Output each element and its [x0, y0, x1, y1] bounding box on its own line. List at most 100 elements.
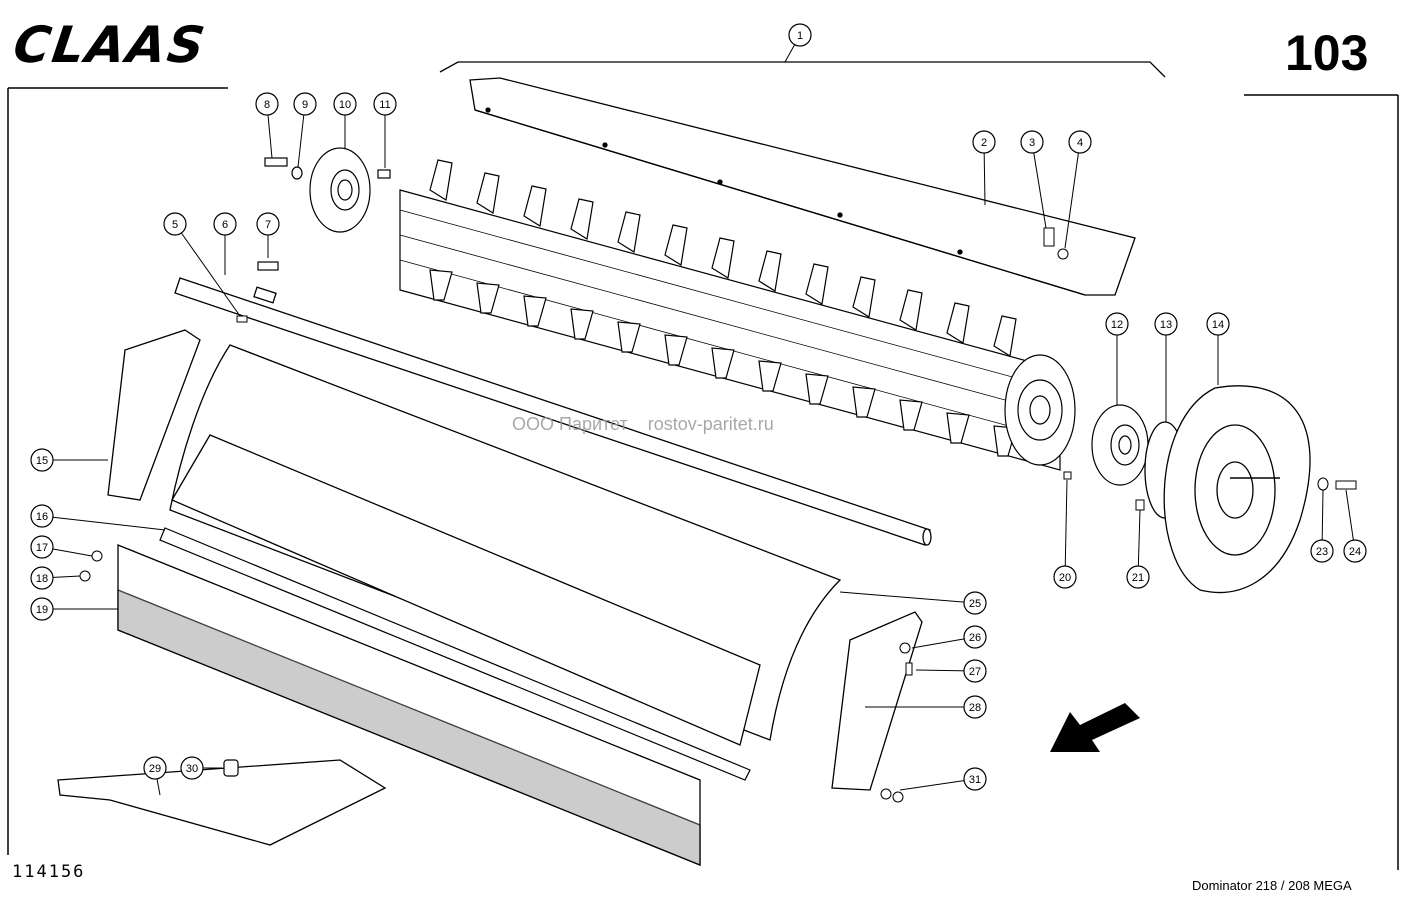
callout-10: 10 — [333, 92, 357, 116]
rotor-blade-top — [758, 250, 782, 292]
callout-circle — [1020, 130, 1044, 154]
set-screw — [236, 315, 248, 323]
watermark: ООО Паритет rostov-paritet.ru — [512, 414, 774, 435]
rotor-blade-bottom — [664, 334, 688, 366]
callout-circle — [1105, 312, 1129, 336]
direction-arrow-icon — [1050, 703, 1140, 752]
callout-circle — [256, 212, 280, 236]
callout-circle — [788, 23, 812, 47]
callout-label: 30 — [186, 763, 198, 775]
callout-leader-25 — [839, 591, 976, 604]
flap-nut — [79, 570, 91, 582]
callout-label: 9 — [302, 99, 308, 111]
rotor-blade-top — [476, 172, 500, 214]
callout-28: 28 — [963, 695, 987, 719]
callout-label: 17 — [36, 542, 48, 554]
callout-leader-5 — [174, 223, 241, 317]
washer — [1317, 477, 1329, 491]
callout-label: 8 — [264, 99, 270, 111]
callout-circle — [30, 448, 54, 472]
beater-rotor — [399, 159, 1076, 471]
model-label: Dominator 218 / 208 MEGA — [1192, 878, 1352, 893]
callout-circle — [1343, 539, 1367, 563]
watermark-company: ООО Паритет — [512, 414, 628, 434]
top-cover-plate — [469, 77, 1136, 296]
callout-leader-31 — [899, 778, 976, 791]
plate-nut-lower — [892, 791, 904, 803]
callout-leader-4 — [1064, 141, 1081, 249]
callout-label: 24 — [1349, 546, 1361, 558]
callout-circle — [963, 767, 987, 791]
rotor-blade-bottom — [523, 295, 547, 327]
callout-16: 16 — [30, 504, 54, 528]
rotor-blade-bottom — [476, 282, 500, 314]
callout-label: 25 — [969, 598, 981, 610]
callout-label: 26 — [969, 632, 981, 644]
callout-circle — [1310, 539, 1334, 563]
page-number: 103 — [1285, 25, 1369, 81]
callout-14: 14 — [1206, 312, 1230, 336]
deflector-plate — [57, 759, 387, 846]
callout-circle — [1068, 130, 1092, 154]
callout-label: 28 — [969, 702, 981, 714]
watermark-site: rostov-paritet.ru — [647, 414, 774, 434]
callout-circle — [163, 212, 187, 236]
callout-circle — [30, 597, 54, 621]
callout-label: 16 — [36, 511, 48, 523]
callout-circle — [1154, 312, 1178, 336]
callout-15: 15 — [30, 448, 54, 472]
bearing-flange-left — [264, 147, 391, 233]
rotor-blade-top — [852, 276, 876, 318]
callout-circle — [30, 566, 54, 590]
plate-bolt — [905, 662, 913, 676]
rotor-blade-top — [523, 185, 547, 227]
callout-circle — [963, 625, 987, 649]
pulley-screw — [1335, 480, 1357, 490]
callout-label: 7 — [265, 219, 271, 231]
callout-24: 24 — [1343, 539, 1367, 563]
callout-circle — [1206, 312, 1230, 336]
callout-26: 26 — [963, 625, 987, 649]
callout-label: 27 — [969, 666, 981, 678]
callout-21: 21 — [1126, 565, 1150, 589]
callout-label: 23 — [1316, 546, 1328, 558]
callout-circle — [1053, 565, 1077, 589]
callout-circle — [963, 659, 987, 683]
callout-label: 4 — [1077, 137, 1083, 149]
callout-25: 25 — [963, 591, 987, 615]
rotor-blade-bottom — [711, 347, 735, 379]
callout-circle — [30, 535, 54, 559]
rotor-blade-top — [664, 224, 688, 266]
rubber-buffer — [223, 759, 239, 777]
drive-pulley — [1163, 385, 1311, 594]
callout-label: 31 — [969, 774, 981, 786]
callout-label: 13 — [1160, 319, 1172, 331]
callout-27: 27 — [963, 659, 987, 683]
callout-label: 11 — [379, 99, 390, 111]
callout-1: 1 — [788, 23, 812, 47]
callout-3: 3 — [1020, 130, 1044, 154]
callout-label: 20 — [1059, 572, 1071, 584]
side-plate-right — [831, 611, 923, 791]
callout-circle — [963, 591, 987, 615]
rotor-blade-top — [617, 211, 641, 253]
rotor-blade-top — [429, 159, 453, 201]
callout-label: 21 — [1132, 572, 1144, 584]
callout-circle — [255, 92, 279, 116]
rotor-blade-bottom — [570, 308, 594, 340]
callout-20: 20 — [1053, 565, 1077, 589]
callout-23: 23 — [1310, 539, 1334, 563]
rotor-blade-top — [805, 263, 829, 305]
flap-washer — [91, 550, 103, 562]
callout-label: 29 — [149, 763, 161, 775]
rotor-blade-top — [946, 302, 970, 344]
callout-leader-20 — [1064, 479, 1068, 578]
plate-washer — [899, 642, 911, 654]
mounting-strip — [159, 527, 751, 781]
callout-8: 8 — [255, 92, 279, 116]
cover-bolt — [1043, 227, 1055, 247]
bearing-flange-right — [1091, 404, 1149, 486]
callout-circle — [963, 695, 987, 719]
rotor-shaft — [174, 277, 932, 546]
